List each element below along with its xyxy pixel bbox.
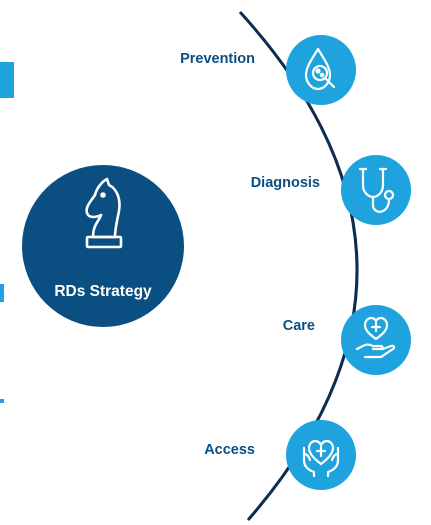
step-node-access [286,420,356,490]
left-edge-mark-fragment [0,284,4,302]
step-node-diagnosis [341,155,411,225]
hand-heart-icon [355,316,396,359]
step-label-care: Care [282,318,315,334]
step-label-prevention: Prevention [180,51,255,67]
drop-magnifier-icon [304,47,336,91]
left-edge-letter-fragment [0,62,14,98]
hands-heart-icon [302,439,340,478]
step-label-access: Access [204,442,255,458]
step-label-diagnosis: Diagnosis [250,175,320,191]
knight-chess-icon [85,177,123,249]
step-node-care [341,305,411,375]
strategy-title: RDs Strategy [54,283,152,300]
step-node-prevention [286,35,356,105]
strategy-circle: RDs Strategy [22,165,184,327]
stethoscope-icon [358,167,395,213]
left-edge-dot-fragment [0,399,4,403]
